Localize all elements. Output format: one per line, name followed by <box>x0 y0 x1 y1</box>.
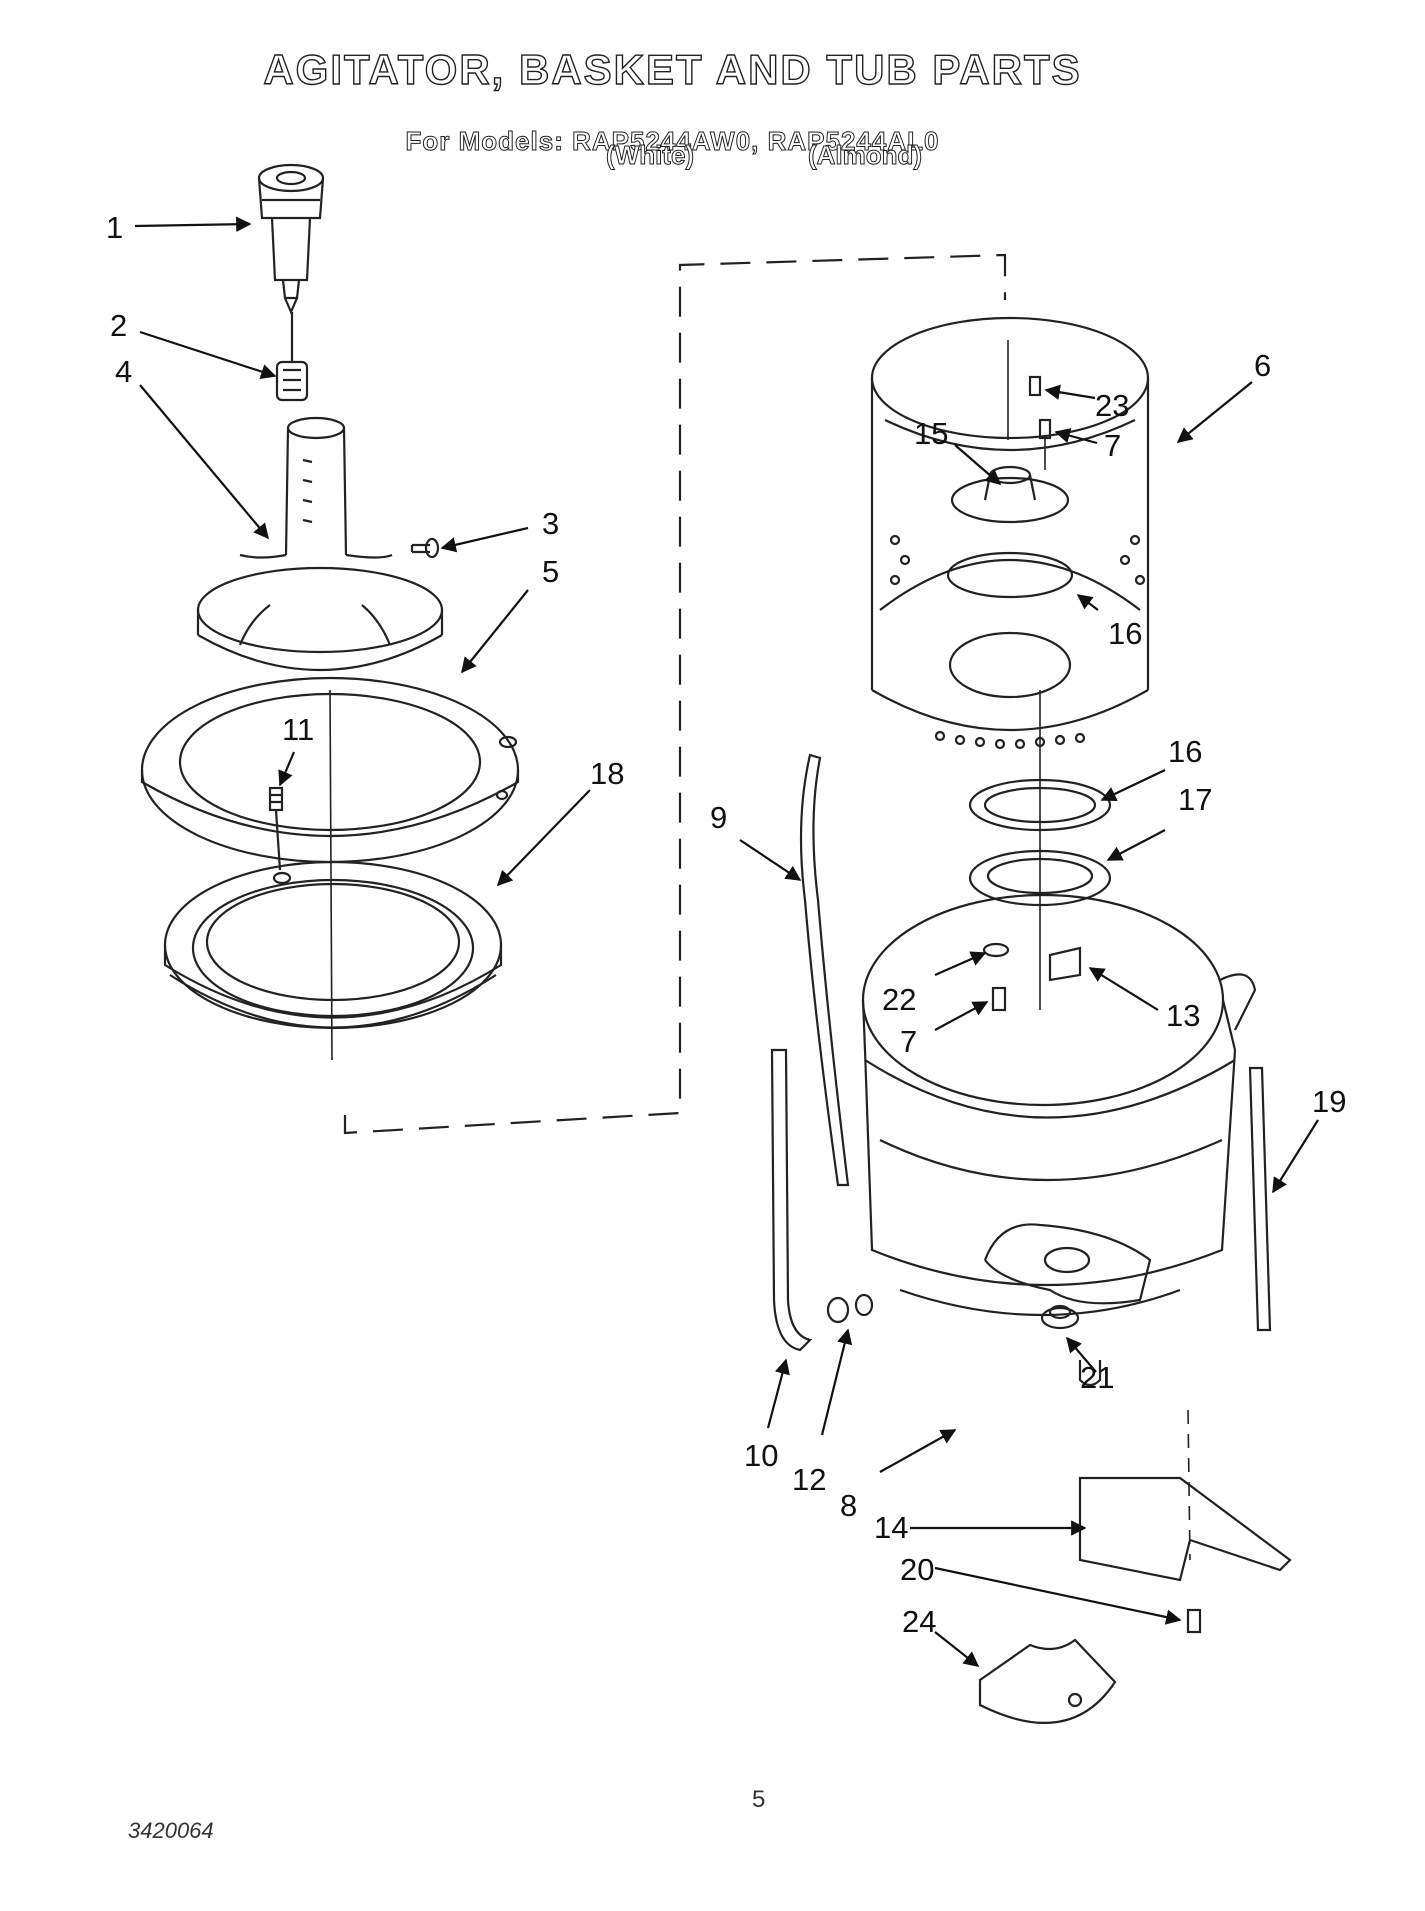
hose-part <box>799 753 850 1187</box>
callout-24: 24 <box>902 1604 937 1639</box>
callout-6: 6 <box>1254 348 1272 383</box>
callout-8: 8 <box>840 1488 858 1523</box>
callout-7-mid: 7 <box>900 1024 918 1059</box>
callout-3: 3 <box>542 506 560 541</box>
callout-22: 22 <box>882 982 917 1017</box>
callout-20: 20 <box>900 1552 935 1587</box>
color-almond-label: (Almond) <box>807 140 923 171</box>
callout-16-upper: 16 <box>1108 616 1143 651</box>
tub-strip-part <box>1248 1066 1272 1332</box>
ring-screw-part <box>268 786 292 885</box>
washer-part <box>982 942 1010 958</box>
callout-7-top: 7 <box>1104 428 1122 463</box>
hose-clamp-part <box>826 1296 850 1324</box>
tub-clip-part <box>1048 946 1082 982</box>
agitator-cap-part <box>257 163 325 315</box>
color-white-label: (White) <box>605 140 695 171</box>
agitator-cam-part <box>275 312 309 402</box>
callout-15: 15 <box>914 416 949 451</box>
drain-hose-part <box>770 1048 813 1352</box>
callout-17: 17 <box>1178 782 1213 817</box>
callout-14: 14 <box>874 1510 909 1545</box>
agitator-part <box>196 416 444 671</box>
callout-5: 5 <box>542 554 560 589</box>
tub-screw-part <box>991 986 1007 1012</box>
shield-part <box>1078 1476 1292 1582</box>
callout-23: 23 <box>1095 388 1130 423</box>
leader-lines <box>134 216 1319 1667</box>
agitator-screw-part <box>410 537 440 559</box>
callout-4: 4 <box>115 354 133 389</box>
callout-2: 2 <box>110 308 128 343</box>
callout-1: 1 <box>106 210 124 245</box>
callout-12: 12 <box>792 1462 827 1497</box>
callout-11: 11 <box>282 712 315 747</box>
callout-19: 19 <box>1312 1084 1347 1119</box>
outer-tub-part <box>861 893 1257 1387</box>
bracket-plate-part <box>978 1638 1117 1724</box>
callout-18: 18 <box>590 756 625 791</box>
clamp-ring-upper <box>946 551 1074 599</box>
hub-screws <box>1007 340 1052 470</box>
models-line: For Models: RAP5244AW0, RAP5244AL0 <box>405 126 940 157</box>
document-number: 3420064 <box>128 1818 214 1843</box>
callout-9: 9 <box>710 800 728 835</box>
callout-13: 13 <box>1166 998 1201 1033</box>
callout-16-lower: 16 <box>1168 734 1203 769</box>
wash-basket-part <box>870 316 1150 750</box>
shield-screw-part <box>1186 1409 1202 1634</box>
page-number: 5 <box>752 1786 766 1813</box>
callout-10: 10 <box>744 1438 779 1473</box>
diagram-title: AGITATOR, BASKET AND TUB PARTS <box>263 45 1082 93</box>
basket-hub-part <box>950 465 1070 524</box>
callout-21: 21 <box>1080 1360 1115 1395</box>
basket-seal-part <box>163 860 503 1030</box>
